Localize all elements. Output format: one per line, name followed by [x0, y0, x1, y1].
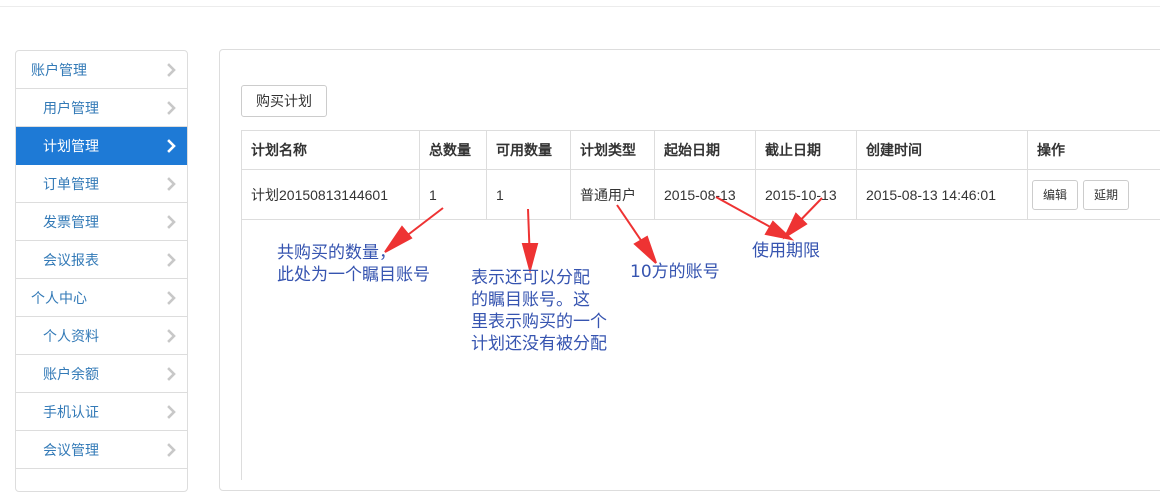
- sidebar-item-users[interactable]: 用户管理: [16, 89, 187, 127]
- actions-cell: 编辑延期: [1028, 170, 1160, 220]
- annotation-line: 共购买的数量，: [277, 242, 430, 264]
- sidebar-item-plans[interactable]: 计划管理: [16, 127, 187, 165]
- sidebar-item-label: 用户管理: [43, 98, 99, 118]
- annotation-line: 的瞩目账号。这: [471, 289, 607, 311]
- sidebar-item-label: 个人资料: [43, 326, 99, 346]
- sidebar-group-personal[interactable]: 个人中心: [16, 279, 187, 317]
- sidebar-item-label: 账户余额: [43, 364, 99, 384]
- chevron-right-icon: [165, 101, 179, 115]
- table-header-row: 计划名称 总数量 可用数量 计划类型 起始日期 截止日期 创建时间 操作: [242, 131, 1160, 170]
- chevron-right-icon: [165, 215, 179, 229]
- chevron-right-icon: [165, 329, 179, 343]
- edit-button[interactable]: 编辑: [1032, 180, 1078, 210]
- sidebar-nav: 账户管理 用户管理 计划管理 订单管理 发票管理 会议报表 个人中心 个人资料 …: [15, 50, 188, 492]
- column-header: 操作: [1028, 131, 1160, 170]
- sidebar-item-balance[interactable]: 账户余额: [16, 355, 187, 393]
- column-header: 截止日期: [756, 131, 857, 170]
- sidebar-item-label: 计划管理: [43, 136, 99, 156]
- table-row: 计划20150813144601 1 1 普通用户 2015-08-13 201…: [242, 170, 1160, 220]
- plan-name-cell: 计划20150813144601: [242, 170, 420, 220]
- column-header: 可用数量: [487, 131, 571, 170]
- sidebar-item-phone-verify[interactable]: 手机认证: [16, 393, 187, 431]
- sidebar-item-label: 发票管理: [43, 212, 99, 232]
- sidebar-item-meeting-reports[interactable]: 会议报表: [16, 241, 187, 279]
- chevron-right-icon: [165, 253, 179, 267]
- annotation-line: 里表示购买的一个: [471, 311, 607, 333]
- chevron-right-icon: [165, 405, 179, 419]
- sidebar-item-profile[interactable]: 个人资料: [16, 317, 187, 355]
- sidebar-item-label: 个人中心: [31, 288, 87, 308]
- chevron-right-icon: [165, 63, 179, 77]
- available-quantity-cell: 1: [487, 170, 571, 220]
- sidebar-item-invoices[interactable]: 发票管理: [16, 203, 187, 241]
- annotation-type-note: 10方的账号: [630, 261, 720, 283]
- column-header: 计划名称: [242, 131, 420, 170]
- annotation-available-note: 表示还可以分配 的瞩目账号。这 里表示购买的一个 计划还没有被分配: [471, 267, 607, 355]
- extend-button[interactable]: 延期: [1083, 180, 1129, 210]
- annotation-date-note: 使用期限: [752, 240, 820, 262]
- chevron-right-icon: [165, 139, 179, 153]
- plan-table: 计划名称 总数量 可用数量 计划类型 起始日期 截止日期 创建时间 操作 计划2…: [241, 130, 1160, 480]
- sidebar-item-meetings[interactable]: 会议管理: [16, 431, 187, 469]
- chevron-right-icon: [165, 291, 179, 305]
- chevron-right-icon: [165, 443, 179, 457]
- buy-plan-button[interactable]: 购买计划: [241, 85, 327, 117]
- sidebar-item-label: 账户管理: [31, 60, 87, 80]
- sidebar-item-label: 会议管理: [43, 440, 99, 460]
- annotation-line: 表示还可以分配: [471, 267, 607, 289]
- annotation-line: 计划还没有被分配: [471, 333, 607, 355]
- sidebar-item-label: 会议报表: [43, 250, 99, 270]
- sidebar-item-label: 订单管理: [43, 174, 99, 194]
- column-header: 总数量: [420, 131, 487, 170]
- end-date-cell: 2015-10-13: [756, 170, 857, 220]
- chevron-right-icon: [165, 367, 179, 381]
- column-header: 起始日期: [655, 131, 756, 170]
- chevron-right-icon: [165, 177, 179, 191]
- plan-type-cell: 普通用户: [571, 170, 655, 220]
- sidebar-group-account[interactable]: 账户管理: [16, 51, 187, 89]
- created-time-cell: 2015-08-13 14:46:01: [857, 170, 1028, 220]
- sidebar-item-label: 手机认证: [43, 402, 99, 422]
- total-quantity-cell: 1: [420, 170, 487, 220]
- annotation-line: 此处为一个瞩目账号: [277, 264, 430, 286]
- start-date-cell: 2015-08-13: [655, 170, 756, 220]
- column-header: 创建时间: [857, 131, 1028, 170]
- top-divider: [0, 6, 1160, 7]
- column-header: 计划类型: [571, 131, 655, 170]
- sidebar-item-orders[interactable]: 订单管理: [16, 165, 187, 203]
- annotation-total-note: 共购买的数量， 此处为一个瞩目账号: [277, 242, 430, 286]
